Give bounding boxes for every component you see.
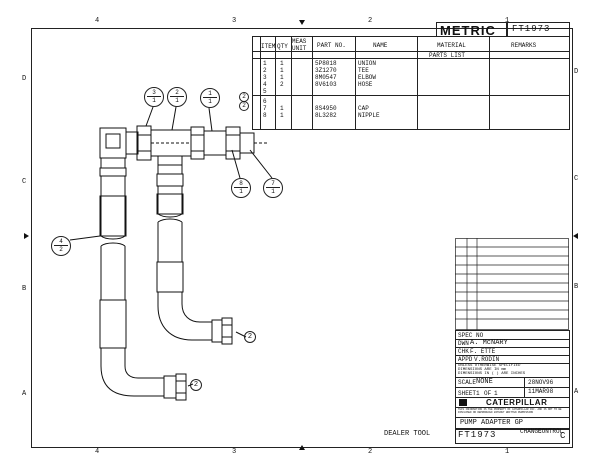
zone-left-b: B bbox=[22, 285, 27, 293]
tolerance-note-3: DIMENSIONS IN ( ) ARE INCHES bbox=[458, 372, 526, 376]
zone-top-2: 2 bbox=[368, 17, 373, 25]
qty-group2: 1 1 bbox=[280, 105, 284, 119]
zone-top-3: 3 bbox=[232, 17, 237, 25]
appd-label: APPD bbox=[458, 356, 473, 363]
tolerance-note-1: UNLESS OTHERWISE SPECIFIED bbox=[458, 364, 521, 368]
zone-bottom-3: 3 bbox=[232, 448, 237, 456]
qty-group1: 1 1 1 2 bbox=[280, 60, 284, 88]
spec-no-label: SPEC NO bbox=[458, 332, 484, 339]
part-numbers-group2: 8S4950 8L3282 bbox=[315, 105, 337, 119]
zone-right-a: A bbox=[574, 388, 579, 396]
drawing-title: PUMP ADAPTER GP bbox=[460, 419, 524, 427]
date-2: 11MAR98 bbox=[528, 388, 554, 395]
date-1: 28NOV96 bbox=[528, 379, 554, 386]
zone-left-a: A bbox=[22, 390, 27, 398]
scale-value: NONE bbox=[476, 378, 493, 386]
header-part-no: PART NO. bbox=[317, 42, 346, 49]
zone-left-d: D bbox=[22, 75, 27, 83]
header-meas-unit: MEAS UNIT bbox=[292, 38, 307, 52]
hose-end-callout-left: 2 bbox=[190, 379, 202, 391]
confidential-note: THIS INFORMATION IS THE PROPERTY OF CATE… bbox=[458, 408, 562, 414]
bottom-number-box bbox=[455, 428, 570, 444]
item-numbers-group1: 1 2 3 4 5 bbox=[263, 60, 267, 95]
appd-value: V.RODIN bbox=[474, 356, 500, 363]
drawing-number-bottom: FT1973 bbox=[458, 430, 497, 440]
dealer-tool-label: DEALER TOOL bbox=[384, 430, 431, 438]
scale-label: SCALE bbox=[458, 379, 477, 386]
sheet-value: 1 bbox=[476, 390, 480, 397]
header-remarks: REMARKS bbox=[511, 42, 537, 49]
size-letter: C bbox=[560, 431, 566, 441]
zone-top-4: 4 bbox=[95, 17, 100, 25]
header-material: MATERIAL bbox=[437, 42, 466, 49]
company-name: CATERPILLAR bbox=[486, 398, 548, 407]
zone-left-c: C bbox=[22, 178, 27, 186]
header-qty: QTY bbox=[277, 43, 288, 50]
sheet-label: SHEET bbox=[458, 390, 477, 397]
zone-right-d: D bbox=[574, 68, 579, 76]
zone-bottom-4: 4 bbox=[95, 448, 100, 456]
part-names-group1: UNION TEE ELBOW HOSE bbox=[358, 60, 377, 88]
parts-list-marker-2: 2 bbox=[239, 101, 249, 111]
chk-label: CHK bbox=[458, 348, 469, 355]
title-block: SPEC NO DWN A. McNARY CHK F. ETTE APPD V… bbox=[455, 330, 570, 430]
tolerance-note-2: DIMENSIONS ARE IN mm bbox=[458, 368, 507, 372]
drawing-number-top: FT1973 bbox=[512, 24, 551, 34]
revision-grid bbox=[455, 238, 569, 330]
parts-list-table: ITEM QTY MEAS UNIT PART NO. NAME MATERIA… bbox=[252, 36, 570, 130]
chk-value: F. ETTE bbox=[470, 348, 496, 355]
parts-list-title: PARTS LIST bbox=[429, 52, 466, 59]
dwn-label: DWN bbox=[458, 340, 469, 347]
metric-label: METRIC bbox=[440, 23, 496, 38]
zone-right-b: B bbox=[574, 283, 579, 291]
part-numbers-group1: 5P8018 3Z1270 8M0547 8V6103 bbox=[315, 60, 337, 88]
dwn-value: A. McNARY bbox=[470, 339, 508, 347]
zone-bottom-2: 2 bbox=[368, 448, 373, 456]
of-value: 1 bbox=[494, 390, 498, 397]
change-label: CHANGE bbox=[520, 428, 542, 435]
header-name: NAME bbox=[373, 42, 388, 49]
item-numbers-group2: 6 7 8 bbox=[263, 98, 267, 119]
zone-bottom-1: 1 bbox=[505, 448, 510, 456]
zone-top-1: 1 bbox=[505, 17, 510, 25]
part-names-group2: CAP NIPPLE bbox=[358, 105, 380, 119]
caterpillar-logo-icon bbox=[459, 399, 467, 406]
header-item: ITEM bbox=[261, 43, 276, 50]
hose-end-callout-right: 2 bbox=[244, 331, 256, 343]
of-label: OF bbox=[484, 390, 492, 397]
zone-right-c: C bbox=[574, 175, 579, 183]
control-label: CONTROL bbox=[538, 428, 564, 435]
